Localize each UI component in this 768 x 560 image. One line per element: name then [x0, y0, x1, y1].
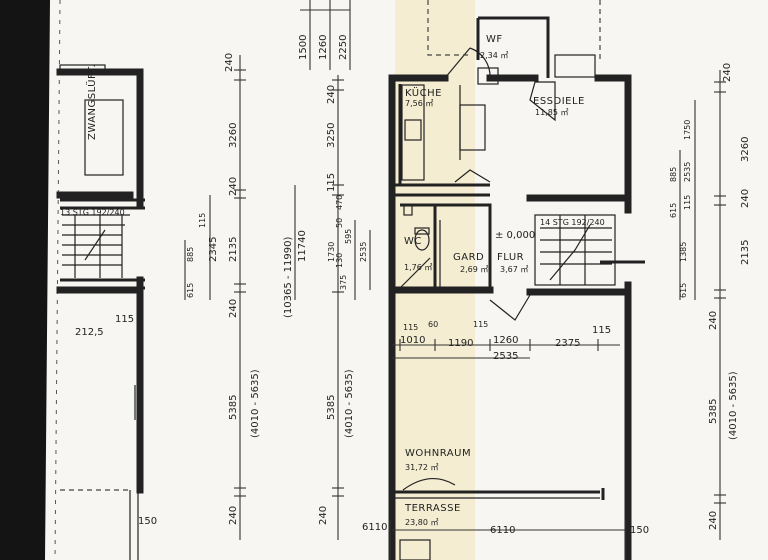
kitchen-fittings [401, 84, 491, 183]
r-2135: 2135 [740, 240, 751, 265]
room-zwangsl: ZWANGSLÜFT. [85, 64, 98, 140]
scan-edge [0, 0, 50, 560]
c1-range: (4010 - 5635) [250, 369, 261, 438]
c1-240a: 240 [224, 53, 235, 72]
r-1385: 1385 [679, 242, 688, 262]
h-2535: 2535 [493, 351, 518, 362]
h-1260: 1260 [493, 335, 518, 346]
c1-885: 885 [186, 247, 195, 262]
room-flur-name: FLUR [497, 252, 524, 263]
h-115a: 115 [403, 323, 418, 332]
c2-595: 595 [344, 229, 353, 244]
top-2250: 2250 [338, 35, 349, 60]
h-115c: 115 [592, 325, 611, 336]
c2-240: 240 [326, 85, 337, 104]
room-kueche-area: 7,56 ㎡ [405, 99, 433, 108]
r-115: 115 [683, 195, 692, 210]
h-1010: 1010 [400, 335, 425, 346]
terrace-dims [389, 520, 626, 560]
c1-5385: 5385 [228, 395, 239, 420]
room-terrasse-name: TERRASSE [404, 503, 461, 514]
room-gard-name: GARD [453, 252, 484, 263]
h-2375: 2375 [555, 338, 580, 349]
wc-gard [399, 204, 441, 289]
room-wf-name: WF [486, 34, 503, 45]
t-6110: 6110 [490, 525, 515, 536]
r-240a: 240 [722, 63, 733, 82]
room-wf-area: 2,34 ㎡ [480, 51, 508, 60]
room-wc-area: 1,76 ㎡ [404, 263, 432, 272]
wf-room [427, 0, 601, 122]
dim-right [679, 70, 726, 540]
r-240b: 240 [740, 189, 751, 208]
main-unit-walls [388, 74, 632, 560]
left-dim-115: 115 [115, 314, 134, 325]
r-1750: 1750 [683, 120, 692, 140]
room-essdiele-area: 11,85 ㎡ [535, 108, 568, 117]
left-room-label: 212,5 [75, 327, 104, 338]
c1-240d: 240 [228, 506, 239, 525]
mid-range: (10365 - 11990) [283, 237, 294, 318]
top-1260: 1260 [318, 35, 329, 60]
r-2535: 2535 [683, 162, 692, 182]
c1-3260: 3260 [228, 123, 239, 148]
left-unit [56, 64, 145, 560]
r-615a: 615 [669, 203, 678, 218]
main-stairs [534, 214, 645, 286]
room-essdiele-name: ESSDIELE [533, 96, 585, 107]
dim-column-2 [332, 75, 371, 540]
h-115b: 115 [473, 320, 488, 329]
room-wohnraum-name: WOHNRAUM [405, 448, 471, 459]
h-60: 60 [428, 320, 438, 329]
dim-horiz [392, 339, 620, 359]
r-615b: 615 [679, 283, 688, 298]
c1-115: 115 [198, 213, 207, 228]
h-1190: 1190 [448, 338, 473, 349]
room-wc-name: WC [404, 236, 422, 247]
c1-2135: 2135 [228, 237, 239, 262]
r-3260: 3260 [740, 137, 751, 162]
c2-2535: 2535 [359, 242, 368, 262]
r-5385: 5385 [708, 399, 719, 424]
mid-11740: 11740 [297, 230, 308, 262]
c1-2345: 2345 [208, 237, 219, 262]
room-gard-area: 2,69 ㎡ [460, 265, 488, 274]
stairs-left-label: 13 STG 192/240 [60, 208, 125, 217]
r-240d: 240 [708, 511, 719, 530]
c2-375: 375 [339, 275, 348, 290]
room-kueche-name: KÜCHE [405, 86, 442, 99]
r-885: 885 [669, 167, 678, 182]
stairs-main-label: 14 STG 192/240 [540, 218, 605, 227]
c1-240c: 240 [228, 299, 239, 318]
room-flur-area: 3,67 ㎡ [500, 265, 528, 274]
c1-240b: 240 [228, 177, 239, 196]
c2-115: 115 [326, 173, 337, 192]
c2-50: 50 [335, 218, 344, 228]
c1-615: 615 [186, 283, 195, 298]
c2-1730: 1730 [327, 242, 336, 262]
c2-5385: 5385 [326, 395, 337, 420]
c2-3250: 3250 [326, 123, 337, 148]
room-wohnraum-area: 31,72 ㎡ [405, 463, 438, 472]
top-1500: 1500 [298, 35, 309, 60]
left-dim-150: 150 [138, 516, 157, 527]
c2-130: 130 [335, 253, 344, 268]
c2-range: (4010 - 5635) [344, 369, 355, 438]
r-240c: 240 [708, 311, 719, 330]
c2-240b: 240 [318, 506, 329, 525]
dim-top [300, 0, 351, 70]
t-150b: 150 [630, 525, 649, 536]
r-range: (4010 - 5635) [728, 371, 739, 440]
room-terrasse-area: 23,80 ㎡ [405, 518, 438, 527]
t-150a: 6110 [362, 522, 387, 533]
dim-column-1 [184, 55, 246, 540]
c2-470: 470 [335, 195, 344, 210]
level-marker: ± 0,000 [495, 230, 535, 241]
